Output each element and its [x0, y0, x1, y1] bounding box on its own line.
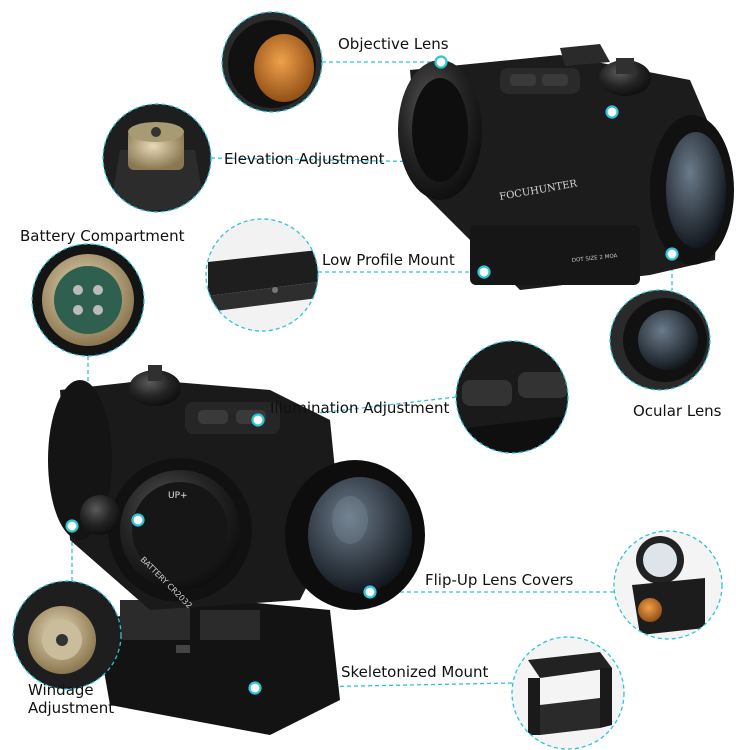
callout-battery-compartment — [31, 243, 145, 357]
sight-front-view — [48, 365, 425, 735]
callout-windage-adjustment — [12, 580, 122, 690]
callout-ocular-lens — [609, 289, 711, 391]
callout-objective-lens — [221, 11, 323, 113]
callout-low-profile-mount — [205, 218, 319, 332]
callout-illumination-adjustment — [455, 340, 569, 454]
marker-dots — [65, 55, 679, 695]
label-windage-line2: Adjustment — [28, 699, 115, 717]
dot-size-text: DOT SIZE 2 MOA — [572, 253, 618, 264]
label-objective-lens: Objective Lens — [338, 35, 449, 53]
callout-elevation-adjustment — [102, 103, 212, 213]
label-elevation-adjustment: Elevation Adjustment — [224, 150, 385, 168]
callout-skeletonized-mount — [511, 636, 625, 750]
label-ocular-lens: Ocular Lens — [633, 402, 722, 420]
sight-top-view — [398, 44, 734, 290]
cap-text: UP+ — [168, 491, 188, 501]
label-battery-compartment: Battery Compartment — [20, 227, 185, 245]
label-skeletonized-mount: Skeletonized Mount — [341, 663, 489, 681]
callout-flip-up-lens-covers — [613, 530, 723, 640]
label-flip-up-lens-covers: Flip-Up Lens Covers — [425, 571, 574, 589]
label-windage-line1: Windage — [28, 681, 94, 699]
label-low-profile-mount: Low Profile Mount — [322, 251, 455, 269]
label-illumination-adjustment: Illumination Adjustment — [270, 399, 450, 417]
